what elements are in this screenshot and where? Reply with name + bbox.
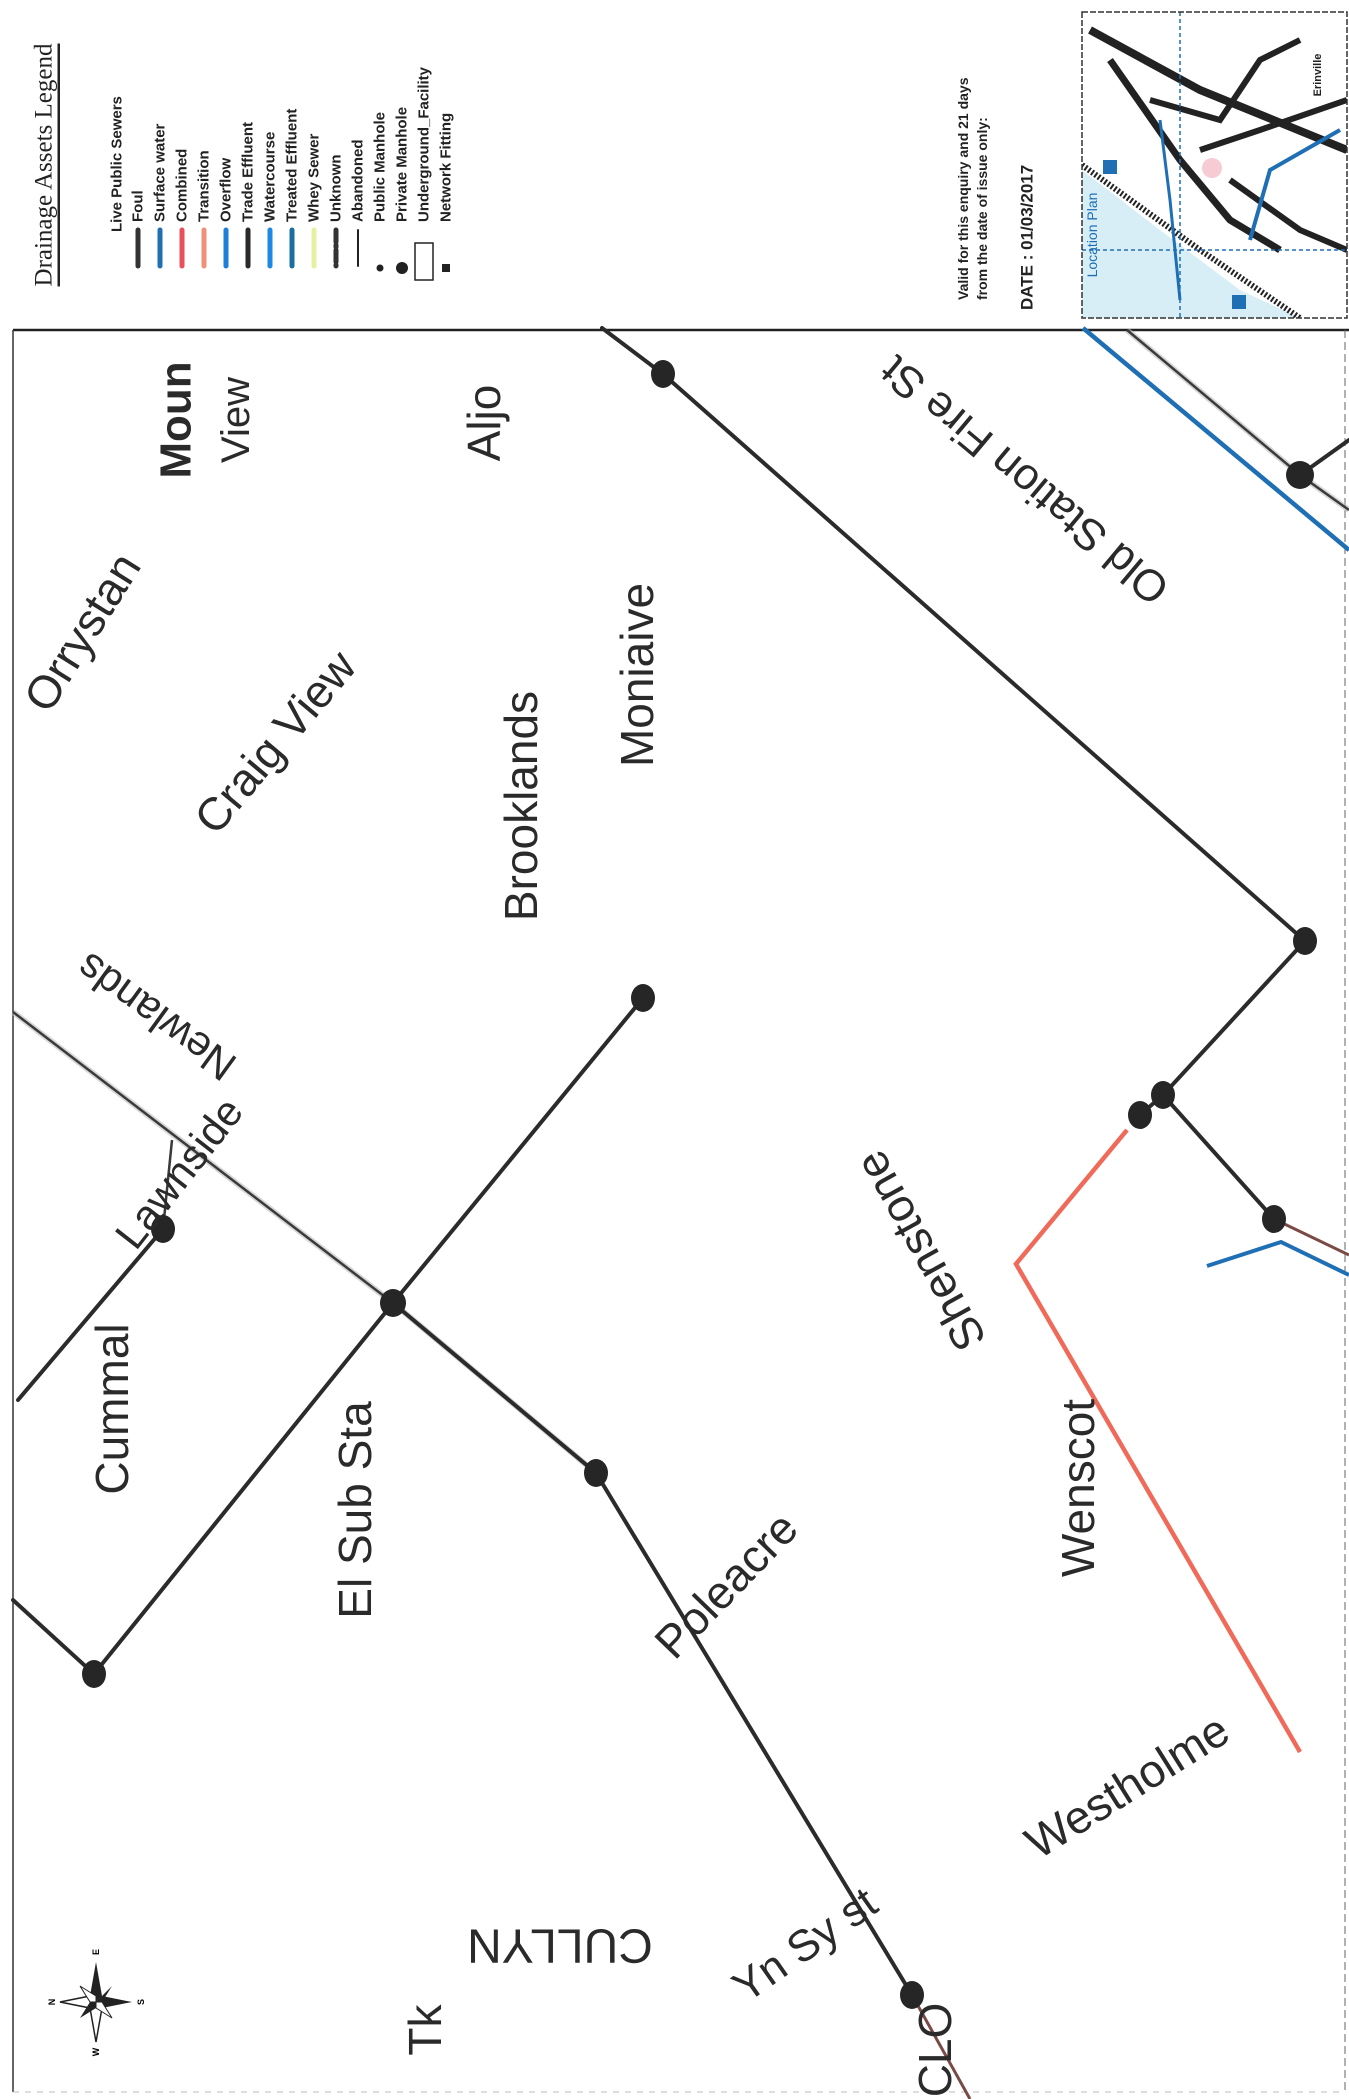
legend-item: Network Fitting bbox=[438, 113, 455, 272]
label-newlands: Newlands bbox=[68, 944, 245, 1090]
legend-item-label: Foul bbox=[130, 190, 147, 222]
validity-note: Valid for this enquiry and 21 days from … bbox=[955, 77, 1037, 310]
label-brooklands: Brooklands bbox=[495, 691, 547, 921]
legend-item-label: Live Public Sewers bbox=[109, 96, 126, 232]
legend-item: Surface water bbox=[152, 123, 169, 269]
legend-item: Combined bbox=[174, 149, 191, 269]
location-plan-title: Location Plan bbox=[1084, 193, 1100, 278]
manhole[interactable] bbox=[82, 1660, 106, 1688]
legend-item: Abandoned bbox=[350, 140, 367, 267]
legend-item: Underground_Facility bbox=[414, 66, 434, 281]
transition-sewer bbox=[1013, 1128, 1302, 1754]
legend-item-label: Treated Effluent bbox=[284, 109, 301, 222]
manhole[interactable] bbox=[1286, 461, 1314, 489]
private-manhole-symbol-icon bbox=[396, 262, 408, 274]
manhole[interactable] bbox=[631, 984, 655, 1012]
underground-facility-symbol-icon bbox=[414, 242, 434, 281]
validity-line-1: Valid for this enquiry and 21 days bbox=[955, 77, 971, 300]
network-fitting-symbol-icon bbox=[442, 264, 450, 272]
legend-item: Foul bbox=[130, 190, 147, 269]
legend-item-label: Trade Effluent bbox=[240, 122, 257, 222]
label-cullyn: CULLYN bbox=[467, 1919, 653, 1972]
manhole[interactable] bbox=[1262, 1205, 1286, 1233]
label-close: CLO bbox=[909, 2003, 961, 2098]
legend-item: Overflow bbox=[218, 157, 235, 269]
legend-item-label: Whey Sewer bbox=[306, 133, 323, 222]
legend: Drainage Assets Legend Live Public Sewer… bbox=[31, 43, 455, 286]
legend-item: Live Public Sewers bbox=[109, 96, 126, 232]
legend-item-label: Unknown bbox=[328, 155, 345, 223]
legend-item-label: Private Manhole bbox=[394, 107, 411, 222]
validity-line-2: from the date of issue only: bbox=[974, 117, 990, 300]
label-tk: Tk bbox=[399, 2003, 451, 2055]
label-orrystan: Orrystan bbox=[13, 543, 151, 720]
compass-e: E bbox=[91, 1949, 101, 1955]
label-craig-view: Craig View bbox=[184, 640, 367, 844]
label-aljo: Aljo bbox=[458, 385, 510, 462]
legend-item-label: Watercourse bbox=[262, 132, 279, 222]
legend-item: Transition bbox=[196, 150, 213, 269]
label-yn-st: Yn Sy st bbox=[724, 1878, 886, 2012]
label-lawnside: Lawnside bbox=[106, 1089, 252, 1258]
manhole[interactable] bbox=[380, 1289, 406, 1317]
manholes bbox=[82, 360, 1317, 2009]
legend-item: Unknown bbox=[328, 155, 345, 269]
road-lines bbox=[11, 327, 1349, 1476]
manhole[interactable] bbox=[584, 1459, 608, 1487]
compass-rose-icon: E N S W bbox=[47, 1949, 146, 2056]
legend-item-label: Overflow bbox=[218, 157, 235, 222]
map-frame bbox=[12, 328, 1349, 2093]
manhole[interactable] bbox=[1151, 1081, 1175, 1109]
manhole[interactable] bbox=[1293, 927, 1317, 955]
legend-item: Public Manhole bbox=[372, 112, 389, 272]
legend-item: Whey Sewer bbox=[306, 133, 323, 269]
public-manhole-symbol-icon bbox=[376, 264, 384, 272]
legend-item-label: Network Fitting bbox=[438, 113, 455, 222]
location-plan-map: Erinville bbox=[1082, 12, 1347, 318]
label-moniaive: Moniaive bbox=[611, 583, 663, 767]
label-el-sub-sta: El Sub Sta bbox=[329, 1401, 381, 1619]
location-plan-place: Erinville bbox=[1312, 54, 1324, 97]
combined-sewers bbox=[910, 1217, 1349, 2099]
label-shenstone: Shenstone bbox=[844, 1142, 996, 1360]
legend-item-label: Transition bbox=[196, 150, 213, 222]
label-wenscot: Wenscot bbox=[1052, 1399, 1104, 1577]
manhole[interactable] bbox=[900, 1981, 924, 2009]
compass-w: W bbox=[91, 2047, 101, 2056]
label-moun: Moun bbox=[152, 361, 201, 478]
legend-item-label: Underground_Facility bbox=[416, 66, 433, 222]
label-cummal: Cummal bbox=[86, 1323, 138, 1494]
legend-item: Trade Effluent bbox=[240, 122, 257, 269]
legend-item-label: Abandoned bbox=[350, 140, 367, 223]
manhole[interactable] bbox=[1128, 1101, 1152, 1129]
map-labels: Moun View Aljo Orrystan Craig View Brook… bbox=[13, 346, 1238, 2098]
compass-n: N bbox=[47, 1999, 57, 2006]
label-poleacre: Poleacre bbox=[644, 1502, 808, 1669]
legend-item: Watercourse bbox=[262, 132, 279, 269]
legend-item: Treated Effluent bbox=[284, 109, 301, 269]
legend-item-label: Public Manhole bbox=[372, 112, 389, 222]
compass-s: S bbox=[136, 1999, 146, 2005]
manhole[interactable] bbox=[651, 360, 675, 388]
legend-item: Private Manhole bbox=[394, 107, 411, 274]
label-view: View bbox=[214, 377, 258, 463]
manhole[interactable] bbox=[151, 1215, 175, 1243]
label-old-station-fire-st: Old Station Fire St bbox=[872, 346, 1179, 615]
location-plan: Erinville Location Plan bbox=[1081, 11, 1348, 319]
legend-item-label: Surface water bbox=[152, 123, 169, 222]
issue-date: DATE : 01/03/2017 bbox=[1018, 165, 1037, 310]
legend-title: Drainage Assets Legend bbox=[31, 43, 58, 286]
label-westholme: Westholme bbox=[1016, 1703, 1238, 1869]
surface-water-sewers bbox=[1081, 326, 1349, 1277]
legend-item-label: Combined bbox=[174, 149, 191, 222]
